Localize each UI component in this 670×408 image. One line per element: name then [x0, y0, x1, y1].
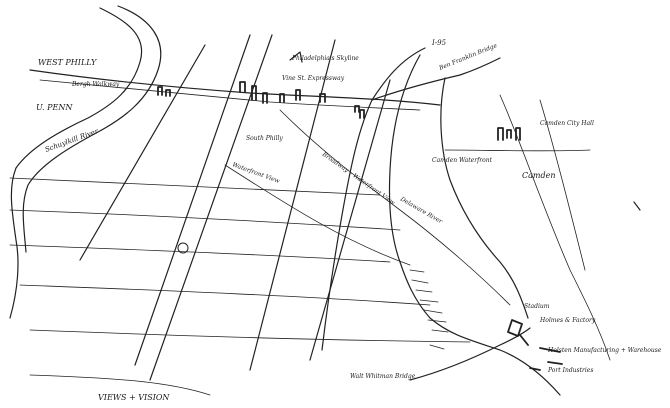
label-camden: Camden	[522, 171, 555, 180]
north-marker-1	[289, 51, 303, 63]
label-i95: I-95	[431, 39, 447, 47]
label-south-philly: South Philly	[246, 135, 283, 142]
schuylkill-river-bank-west	[9, 7, 143, 319]
label-bergh-walkway: Bergh Walkway	[71, 81, 120, 88]
philadelphia-skyline-buildings	[157, 81, 365, 119]
label-waterfront-view: Waterfront View	[231, 161, 281, 185]
label-schuylkill-river: Schuylkill River	[44, 127, 100, 154]
waterfront-sightline	[224, 164, 411, 266]
delaware-piers	[409, 269, 449, 350]
schuylkill-river-bank-east	[22, 5, 162, 253]
street-horizontal-6	[29, 374, 211, 396]
intersection-marker	[177, 242, 189, 254]
label-philadelphia-skyline: Philadelphia's Skyline	[291, 55, 359, 62]
label-vine-st-expressway: Vine St. Expressway	[282, 75, 345, 82]
street-horizontal-2	[9, 209, 401, 231]
label-camden-waterfront: Camden Waterfront	[432, 157, 493, 164]
walt-whitman-bridge	[409, 327, 531, 381]
port-cluster	[507, 319, 563, 371]
street-diagonal-5	[309, 79, 391, 361]
label-delaware-river: Delaware River	[398, 195, 444, 226]
delaware-river-bank-west	[388, 54, 561, 396]
street-horizontal-5	[29, 329, 471, 343]
camden-street-2	[539, 99, 586, 271]
camden-city-hall-buildings	[497, 127, 521, 141]
street-diagonal-2	[134, 34, 251, 366]
label-stadium: Stadium	[524, 303, 550, 310]
label-views-vision: VIEWS + VISION	[98, 393, 170, 402]
street-horizontal-4	[19, 284, 431, 306]
camden-street-3	[444, 149, 591, 152]
street-horizontal-3	[9, 244, 391, 263]
label-camden-city-hall: Camden City Hall	[540, 120, 594, 127]
street-diagonal-1	[79, 44, 206, 261]
north-marker-2	[633, 201, 641, 211]
ben-franklin-bridge	[371, 57, 501, 101]
label-west-philly: WEST PHILLY	[38, 58, 97, 67]
label-walt-whitman-bridge: Walt Whitman Bridge	[350, 373, 416, 380]
vine-st-expressway	[29, 69, 441, 106]
broadway-sightline	[279, 109, 511, 306]
delaware-river-bank-east	[440, 77, 529, 319]
label-port-industries: Port Industries	[547, 367, 593, 374]
label-ben-franklin-bridge: Ben Franklin Bridge	[437, 42, 498, 72]
label-broadway-waterfront-view: Broadway – Waterfront View	[320, 150, 397, 207]
label-holmes-and-factory: Holmes & Factory	[539, 317, 596, 324]
label-u-penn: U. PENN	[36, 103, 73, 112]
label-holsten-manufacturing: Holsten Manufacturing + Warehouse	[547, 347, 662, 354]
street-diagonal-4	[249, 39, 336, 371]
